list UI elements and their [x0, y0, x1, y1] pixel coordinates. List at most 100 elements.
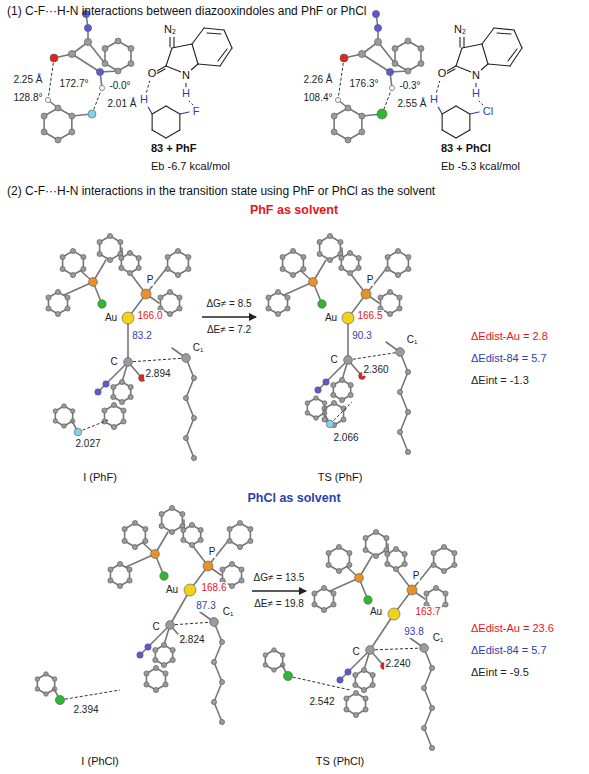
atom-ball [122, 538, 127, 543]
figure-label: C [329, 354, 338, 366]
atom-ball [363, 707, 368, 712]
bond-line [186, 438, 194, 458]
bond-line [459, 37, 460, 47]
bond-line [497, 33, 511, 34]
atom-ball [314, 416, 319, 421]
atom-ball [358, 50, 365, 57]
bond-line [447, 66, 456, 71]
atom-ball [353, 712, 358, 717]
figure-label: H [471, 87, 481, 100]
atom-ball [160, 572, 168, 580]
atom-ball [312, 591, 317, 596]
bond-line [166, 106, 180, 114]
atom-ball [119, 399, 124, 404]
figure-label: I (PhF) [82, 471, 118, 484]
atom-ball [227, 538, 232, 543]
atom-ball [177, 306, 182, 311]
figure-label: Au [165, 584, 179, 596]
atom-ball [406, 266, 411, 271]
atom-ball [275, 311, 280, 316]
figure-label: 168.6 [200, 582, 227, 594]
atom-ball [301, 254, 306, 259]
atom-ball [248, 526, 253, 531]
atom-ball [211, 659, 216, 664]
figure-label: 163.7 [414, 606, 441, 618]
atom-ball [182, 354, 191, 363]
atom-ball [339, 397, 344, 402]
bond-line [152, 114, 153, 130]
atom-ball [337, 677, 343, 683]
atom-ball [372, 10, 379, 17]
atom-ball [118, 239, 123, 244]
atom-ball [108, 567, 113, 572]
atom-ball [189, 542, 194, 547]
bond-line [446, 69, 455, 74]
bond-line [126, 554, 155, 567]
atom-ball [102, 46, 108, 52]
atom-ball [387, 311, 392, 316]
atom-ball [119, 379, 124, 384]
atom-ball [99, 85, 104, 90]
atom-ball [229, 561, 234, 566]
atom-ball [237, 520, 242, 525]
atom-ball [151, 550, 160, 559]
atom-ball [327, 257, 332, 262]
atom-ball [55, 695, 64, 704]
atom-ball [344, 356, 353, 365]
atom-ball [119, 265, 124, 270]
figure-label: 83 + PhF [150, 142, 198, 155]
atom-ball [103, 381, 109, 387]
atom-ball [384, 535, 389, 540]
atom-ball [127, 270, 132, 275]
atom-ball [374, 38, 381, 45]
atom-ball [153, 657, 158, 662]
figure-label: C₁ [432, 632, 445, 644]
bond-line [488, 64, 510, 66]
reaction-arrow [252, 590, 306, 591]
atom-ball [322, 401, 327, 406]
atom-ball [317, 251, 322, 256]
dashed-contact [60, 690, 120, 700]
atom-ball [443, 602, 448, 607]
atom-ball [191, 415, 196, 420]
atom-ball [361, 687, 366, 692]
bond-line [400, 432, 408, 452]
atom-ball [183, 435, 188, 440]
atom-ball [35, 677, 40, 682]
figure-label: PhCl as solvent [246, 491, 341, 506]
bond-line [424, 708, 432, 728]
atom-ball [443, 591, 448, 596]
atom-ball [41, 129, 47, 135]
figure-label: C [351, 646, 360, 658]
atom-ball [385, 254, 390, 259]
atom-ball [211, 699, 216, 704]
atom-ball [165, 254, 170, 259]
bond-line [166, 66, 181, 72]
atom-ball [184, 584, 196, 596]
atom-ball [331, 602, 336, 607]
bond-line [191, 64, 198, 70]
bond-line [514, 30, 522, 48]
atom-ball [170, 647, 175, 652]
figure-label: H [429, 93, 439, 106]
atom-ball [45, 97, 50, 102]
figure-label: N₂ [163, 23, 177, 36]
figure-label: -0.0° [108, 80, 131, 92]
atom-ball [336, 544, 341, 549]
atom-ball [344, 707, 349, 712]
bond-line [470, 112, 479, 114]
atom-ball [191, 375, 196, 380]
atom-ball [345, 105, 351, 111]
atom-ball [143, 526, 148, 531]
atom-ball [62, 424, 67, 429]
atom-ball [366, 646, 375, 655]
atom-ball [227, 526, 232, 531]
figure-label: 2.394 [72, 704, 99, 716]
atom-ball [81, 254, 86, 259]
figure-label: 2.027 [74, 438, 101, 450]
figure-label: 87.3 [195, 600, 216, 612]
atom-ball [55, 311, 60, 316]
atom-ball [363, 547, 368, 552]
figure-label: C₁ [406, 334, 419, 346]
atom-ball [356, 255, 361, 260]
